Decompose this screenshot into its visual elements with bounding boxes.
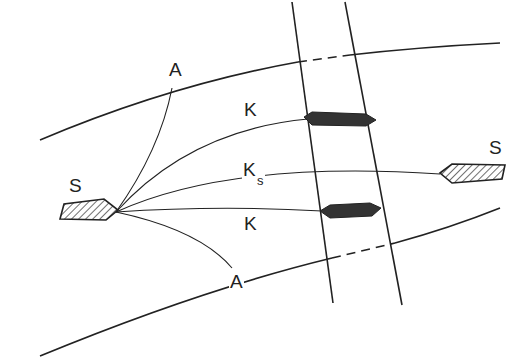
trajectory-label: K (243, 214, 258, 233)
trajectory-A (116, 212, 232, 268)
trajectory-K (116, 119, 308, 212)
ship-label: S (488, 138, 503, 157)
bridge-line (292, 2, 333, 303)
subscript: s (256, 174, 265, 187)
bridge-pier (320, 203, 381, 218)
trajectory-Ks (116, 171, 440, 212)
ship-label: S (68, 176, 83, 195)
bank-point-label: A (168, 60, 183, 79)
ship-hatched (440, 164, 505, 183)
bridge-pier (304, 112, 376, 126)
trajectory-label: K (242, 160, 257, 179)
trajectory-A (116, 88, 172, 212)
bank-line-dashed (332, 243, 395, 258)
bank-line (40, 258, 332, 356)
ship-hatched (60, 199, 118, 220)
trajectory-K (116, 208, 322, 212)
bridge-line (345, 2, 402, 305)
trajectory-label: K (243, 100, 258, 119)
bank-line-dashed (298, 55, 350, 62)
bank-point-label: A (229, 272, 244, 291)
bank-line (395, 208, 500, 243)
bank-line (350, 43, 500, 55)
